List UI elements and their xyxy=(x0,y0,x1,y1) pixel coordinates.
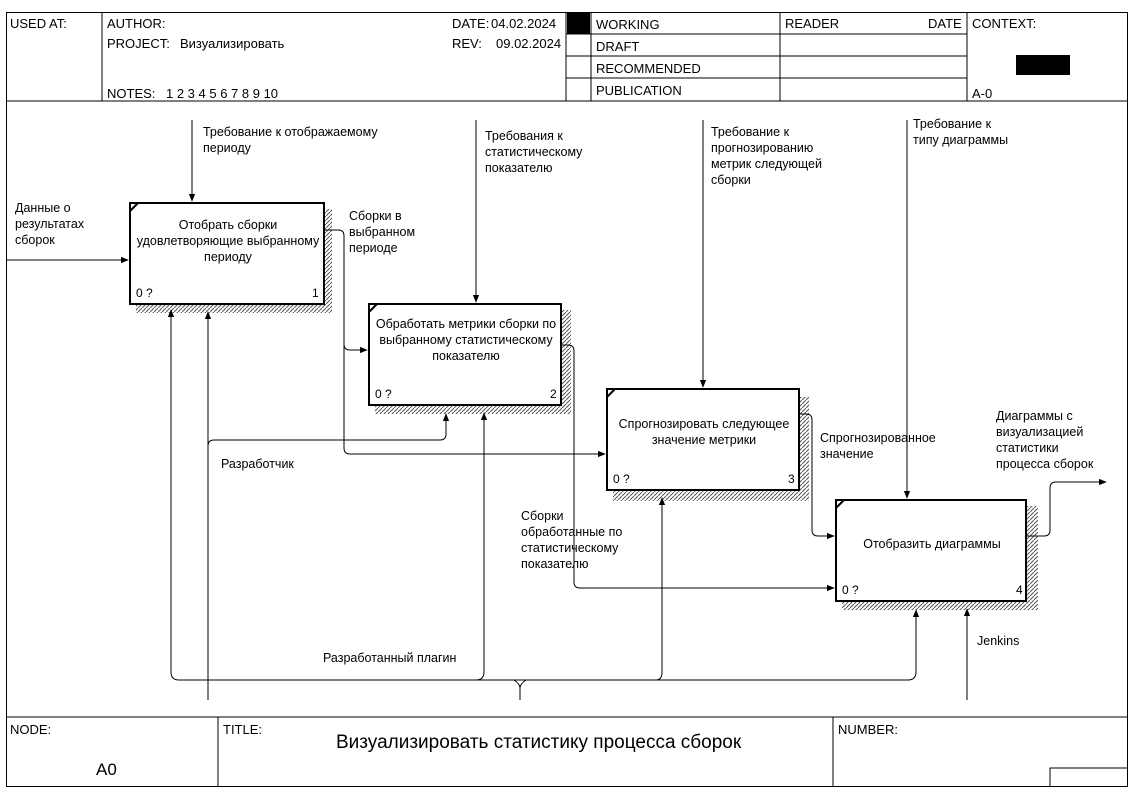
title-label: TITLE: xyxy=(223,722,263,737)
idef0-diagram-frame: USED AT: AUTHOR: PROJECT: Визуализироват… xyxy=(6,12,1128,787)
rev-value: 09.02.2024 xyxy=(496,36,562,51)
function-box-2-cost: 0 ? xyxy=(375,387,392,401)
control-label-forecast: Требование к прогнозированию метрик след… xyxy=(711,125,822,187)
notes-value: 1 2 3 4 5 6 7 8 9 10 xyxy=(166,86,279,101)
output-label-processed: Сборки обработанные по статистическому п… xyxy=(521,509,623,571)
function-box-3-cost: 0 ? xyxy=(613,472,630,486)
node-value: A0 xyxy=(96,760,117,779)
notes-label: NOTES: xyxy=(107,86,156,101)
used-at-label: USED AT: xyxy=(10,16,67,31)
output-label-diagrams: Диаграммы с визуализацией статистики про… xyxy=(996,409,1094,471)
function-box-4-number: 4 xyxy=(1016,583,1023,597)
output-label-selected: Сборки в выбранном периоде xyxy=(349,209,416,255)
rev-label: REV: xyxy=(452,36,482,51)
date-value: 04.02.2024 xyxy=(491,16,557,31)
date-label: DATE: xyxy=(452,16,490,31)
function-box-3-label: Спрогнозировать следующее значение метри… xyxy=(618,417,790,447)
page-title: Визуализировать статистику процесса сбор… xyxy=(336,732,742,753)
project-label: PROJECT: xyxy=(107,36,170,51)
function-box-2-number: 2 xyxy=(550,387,557,401)
output-label-forecast: Спрогнозированное значение xyxy=(820,431,936,461)
function-box-2-label: Обработать метрики сборки по выбранному … xyxy=(375,317,557,363)
mechanism-label-developer: Разработчик xyxy=(221,457,294,471)
frame-lines xyxy=(6,12,1128,787)
mechanism-label-jenkins: Jenkins xyxy=(977,634,1020,648)
project-value: Визуализировать xyxy=(180,36,285,51)
context-value: A-0 xyxy=(972,86,993,101)
function-box-3-number: 3 xyxy=(788,472,795,486)
reader-date-label: DATE xyxy=(928,16,962,31)
function-box-4-label: Отобразить диаграммы xyxy=(863,537,1001,551)
function-box-4-cost: 0 ? xyxy=(842,583,859,597)
status-working: WORKING xyxy=(596,17,660,32)
status-recommended: RECOMMENDED xyxy=(596,61,701,76)
function-box-1-cost: 0 ? xyxy=(136,286,153,300)
number-label: NUMBER: xyxy=(838,722,898,737)
status-draft: DRAFT xyxy=(596,39,640,54)
control-label-stat: Требования к статистическому показателю xyxy=(485,129,583,175)
control-label-chart-type: Требование к типу диаграммы xyxy=(913,117,1009,147)
function-box-1-number: 1 xyxy=(312,286,319,300)
context-label: CONTEXT: xyxy=(972,16,1037,31)
author-label: AUTHOR: xyxy=(107,16,166,31)
control-label-period: Требование к отображаемому периоду xyxy=(203,125,378,155)
status-publication: PUBLICATION xyxy=(596,83,682,98)
reader-label: READER xyxy=(785,16,840,31)
node-label: NODE: xyxy=(10,722,52,737)
mechanism-label-plugin: Разработанный плагин xyxy=(323,651,457,665)
input-label-data: Данные о результатах сборок xyxy=(15,201,85,247)
function-box-1-label: Отобрать сборки удовлетворяющие выбранно… xyxy=(136,218,320,264)
